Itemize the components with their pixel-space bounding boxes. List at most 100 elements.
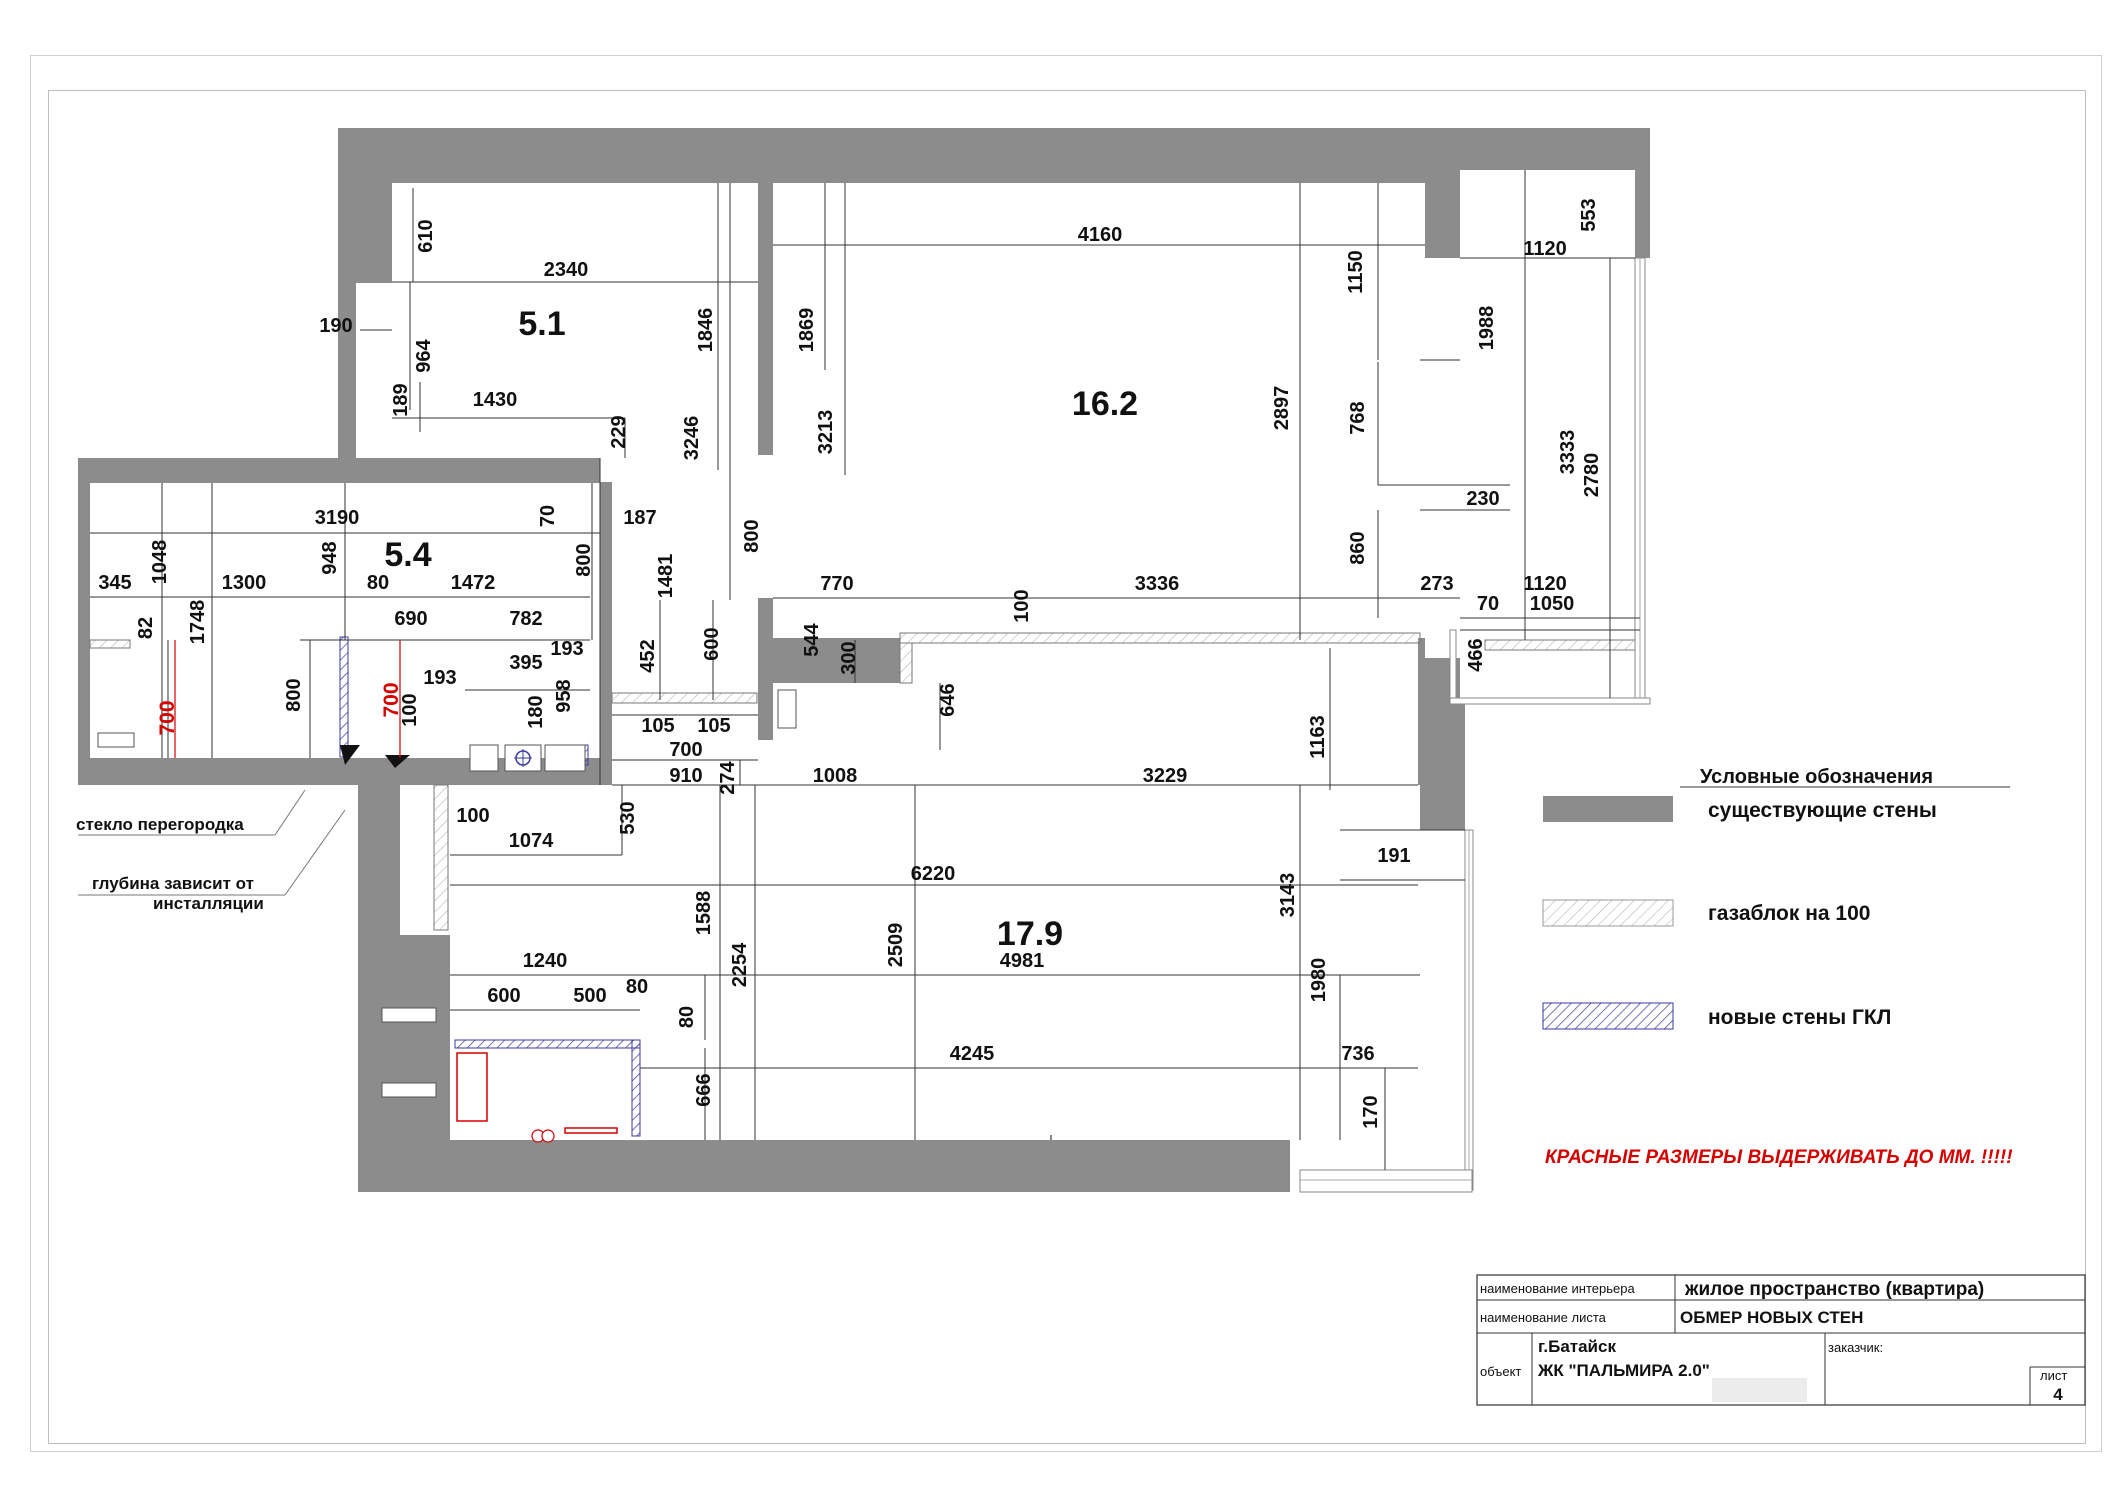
dimension-label: 70	[537, 505, 559, 527]
dimension-label: 100	[399, 693, 421, 726]
dimension-label: 100	[1011, 589, 1033, 622]
dimension-label: 948	[319, 541, 341, 574]
area-label: 5.1	[518, 305, 565, 343]
dimension-label: 800	[741, 519, 763, 552]
dimension-label: 600	[701, 627, 723, 660]
dimension-label: 3143	[1277, 873, 1299, 918]
dimension-label: 466	[1465, 638, 1487, 671]
dimension-label: 105	[641, 715, 674, 737]
dimension-label: 544	[801, 622, 823, 656]
dimension-label: 1150	[1345, 250, 1367, 293]
legend-title: Условные обозначения	[1700, 766, 1933, 788]
legend: Условные обозначения существующие стены …	[1542, 766, 2010, 1030]
legend-label-existing: существующие стены	[1708, 799, 1937, 822]
dimension-label: 600	[487, 985, 520, 1007]
dimension-label: 1240	[523, 950, 568, 972]
dimension-label: 170	[1360, 1095, 1382, 1128]
dimension-label: 4160	[1078, 224, 1123, 246]
gasblock-walls	[89, 632, 1636, 931]
dimension-label: 2897	[1271, 386, 1293, 431]
tb-sheet-no-label: лист	[2040, 1368, 2067, 1383]
area-label: 17.9	[997, 915, 1063, 953]
area-label: 16.2	[1072, 385, 1138, 423]
dimension-label: 700	[669, 739, 702, 761]
red-dimensions-warning: КРАСНЫЕ РАЗМЕРЫ ВЫДЕРЖИВАТЬ ДО ММ. !!!!!	[1545, 1147, 2013, 1168]
dimension-label: 1430	[473, 389, 518, 411]
dimension-label: 1588	[693, 891, 715, 936]
title-block: наименование интерьера жилое пространств…	[1476, 1274, 2086, 1406]
dimension-label: 105	[697, 715, 730, 737]
dimension-label: 800	[573, 543, 595, 576]
note-glass-partition: стекло перегородка	[76, 815, 244, 834]
red-dimension-lines	[174, 640, 401, 758]
dimension-label: 910	[669, 765, 702, 787]
tb-sheet-no: 4	[2053, 1385, 2063, 1404]
dimension-label: 3336	[1135, 573, 1180, 595]
dimension-label: 958	[553, 679, 575, 712]
dimension-label: 666	[693, 1073, 715, 1106]
inner-frame	[48, 90, 2086, 1444]
dimension-label: 530	[617, 801, 639, 834]
dimension-label: 100	[456, 805, 489, 827]
dimension-label: 736	[1341, 1043, 1374, 1065]
dimension-label: 4981	[1000, 950, 1045, 972]
dimension-label: 1748	[187, 600, 209, 645]
tb-redacted-block	[1712, 1378, 1807, 1402]
dimension-label: 768	[1347, 401, 1369, 434]
dimension-label: 3229	[1143, 765, 1188, 787]
dimension-label: 1008	[813, 765, 858, 787]
fixtures	[97, 689, 797, 1143]
dimension-label: 3333	[1557, 430, 1579, 475]
outer-frame	[30, 55, 2102, 1452]
dimension-label: 345	[98, 572, 131, 594]
note-leaders	[78, 789, 346, 896]
dimension-label: 1074	[509, 830, 554, 852]
red-dimension-label: 700	[380, 682, 403, 717]
dimension-label: 1988	[1476, 306, 1498, 351]
dimension-label: 690	[394, 608, 427, 630]
dimension-label: 2509	[885, 923, 907, 968]
legend-label-gasblock: газаблок на 100	[1708, 902, 1870, 925]
dimension-label: 193	[550, 638, 583, 660]
dimension-label: 646	[937, 683, 959, 716]
tb-interior-value: жилое пространство (квартира)	[1684, 1279, 1984, 1300]
dimension-label: 3213	[815, 410, 837, 455]
tb-sheet-value: ОБМЕР НОВЫХ СТЕН	[1680, 1308, 1863, 1327]
note-depth: глубина зависит от	[92, 874, 254, 893]
dimension-label: 82	[135, 617, 157, 639]
red-dimension-label: 700	[156, 700, 179, 735]
dimension-label: 193	[423, 667, 456, 689]
tb-object-label: объект	[1480, 1364, 1521, 1379]
dimension-label: 190	[319, 315, 352, 337]
dimension-label: 4245	[950, 1043, 995, 1065]
dimension-label: 274	[717, 760, 739, 794]
dimension-label: 2340	[544, 259, 589, 281]
tb-interior-label: наименование интерьера	[1480, 1281, 1635, 1296]
dimension-label: 80	[626, 976, 648, 998]
dimension-label: 3246	[681, 416, 703, 461]
dimension-label: 2254	[729, 942, 751, 987]
tb-customer-label: заказчик:	[1828, 1340, 1883, 1355]
dimension-label: 189	[390, 383, 412, 416]
dimension-lines	[90, 170, 1640, 1170]
dimension-label: 6220	[911, 863, 956, 885]
dimension-label: 1120	[1523, 573, 1566, 595]
legend-swatch-gasblock	[1542, 899, 1674, 927]
tb-object-name: ЖК "ПАЛЬМИРА 2.0"	[1537, 1361, 1710, 1380]
dimension-label: 3190	[315, 507, 360, 529]
dimension-label: 1050	[1530, 593, 1575, 615]
dimension-label: 273	[1420, 573, 1453, 595]
tb-sheet-label: наименование листа	[1480, 1310, 1607, 1325]
dimension-label: 2780	[1581, 453, 1603, 498]
tb-object-city: г.Батайск	[1538, 1337, 1616, 1356]
dimension-label: 1481	[655, 554, 677, 599]
dimension-label: 70	[1477, 593, 1499, 615]
window-glazing	[1050, 257, 1651, 1193]
legend-swatch-existing	[1543, 796, 1673, 822]
legend-label-gkl: новые стены ГКЛ	[1708, 1006, 1891, 1029]
dimension-label: 964	[413, 338, 435, 372]
dimension-label: 395	[509, 652, 542, 674]
dimension-label: 80	[367, 572, 389, 594]
